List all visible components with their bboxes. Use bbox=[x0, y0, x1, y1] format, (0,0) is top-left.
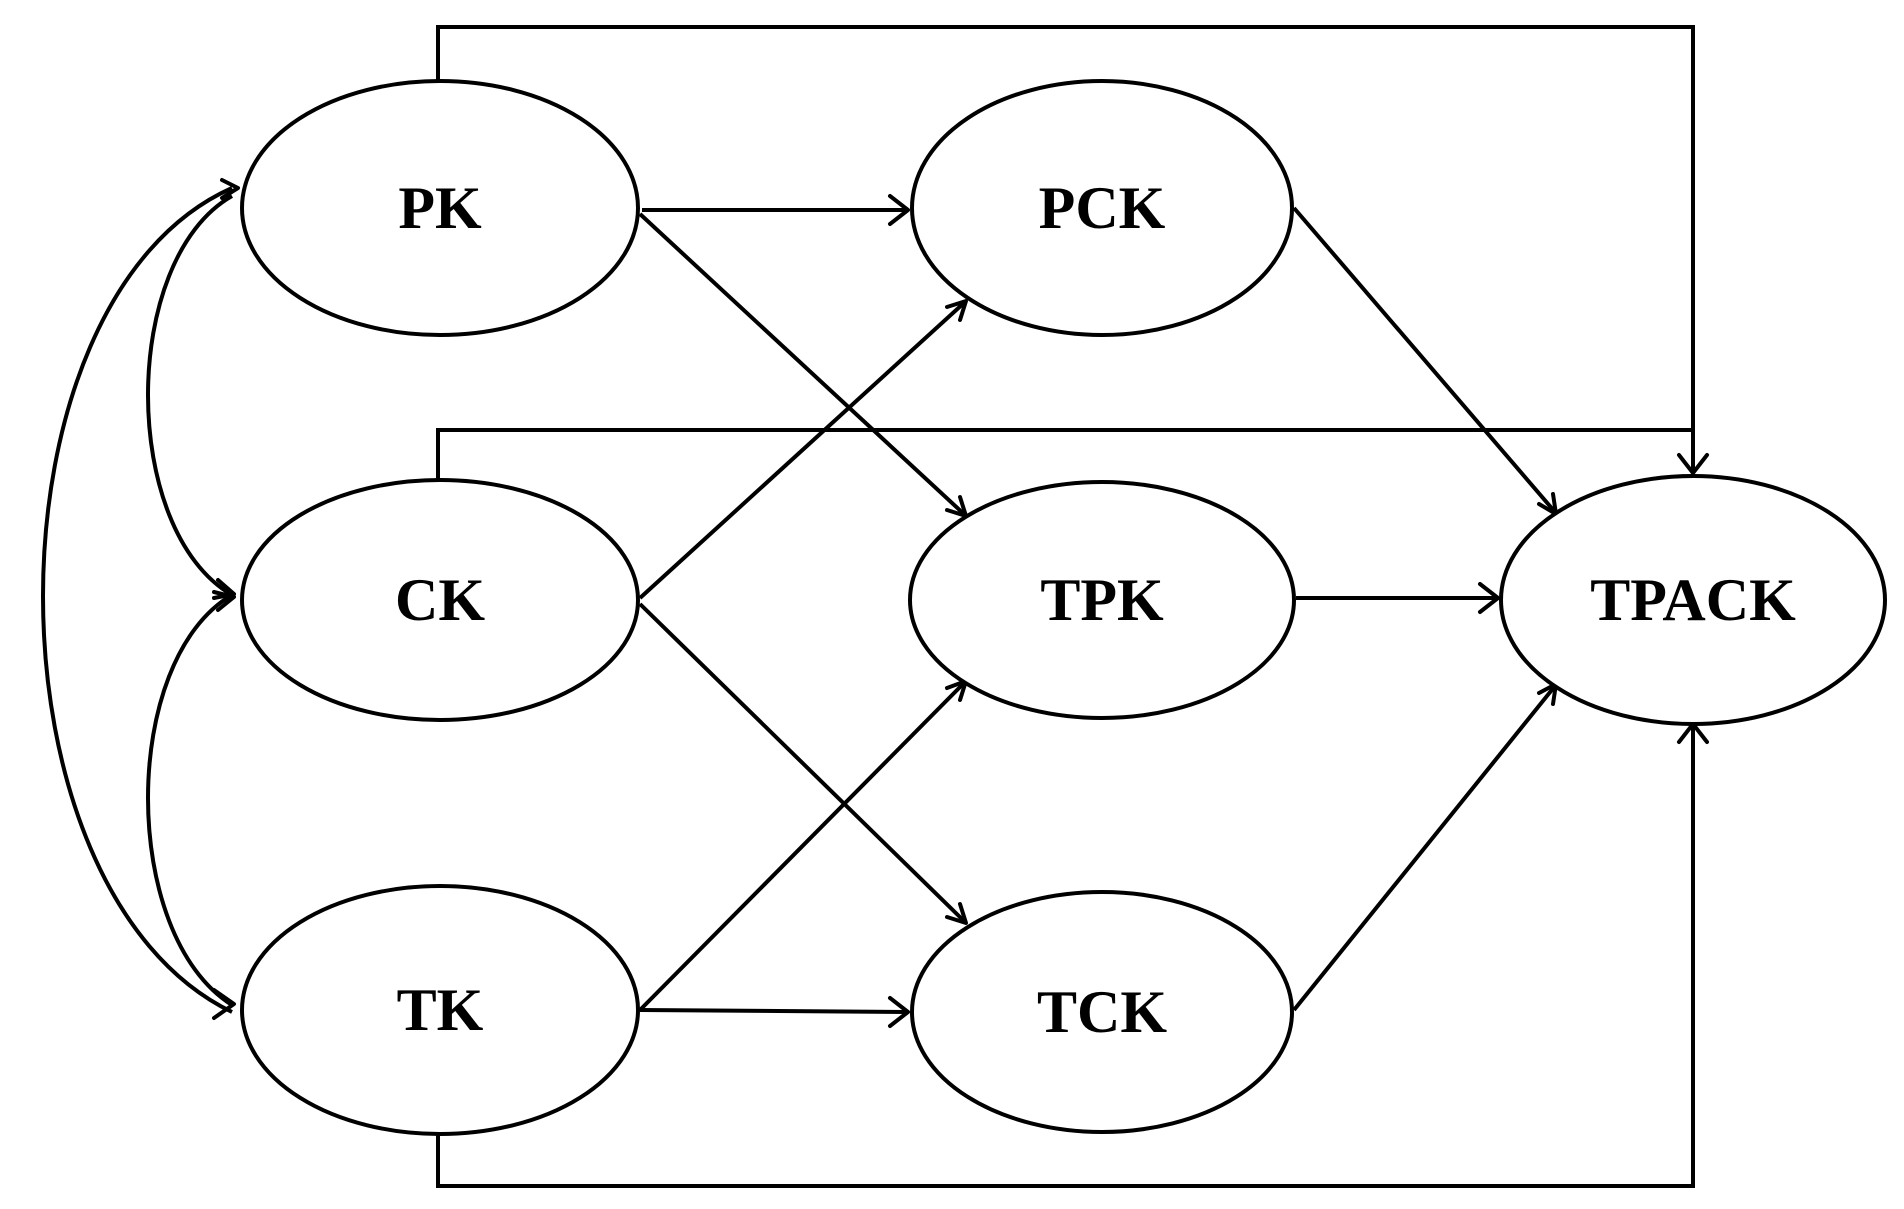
edge-ck-tk bbox=[146, 593, 234, 1007]
node-tk: TK bbox=[240, 884, 640, 1136]
edge-tk-tpack bbox=[436, 725, 1695, 1188]
node-tpk: TPK bbox=[908, 480, 1296, 720]
arrowhead-ck-from-tk bbox=[212, 590, 236, 612]
node-tk-label: TK bbox=[397, 977, 484, 1043]
edge-tk-tpk bbox=[638, 680, 967, 1012]
edge-tck-tpack bbox=[1292, 684, 1557, 1012]
node-tpack-label: TPACK bbox=[1590, 567, 1796, 633]
arrowhead-pck-from-ck bbox=[945, 299, 968, 322]
node-pk-label: PK bbox=[398, 175, 482, 241]
nodes: PK CK TK PCK TPK TCK TPACK bbox=[240, 79, 1887, 1136]
edge-tk-tck bbox=[639, 1008, 907, 1014]
arrowhead-pck-from-pk bbox=[888, 194, 910, 226]
edge-ck-tpack bbox=[436, 428, 1693, 480]
edges bbox=[41, 25, 1695, 1188]
node-tck-label: TCK bbox=[1037, 979, 1167, 1045]
edge-pk-tk bbox=[41, 186, 233, 1014]
node-pck-label: PCK bbox=[1039, 175, 1166, 241]
arrowhead-tpack-from-tpk bbox=[1478, 582, 1500, 614]
edge-pk-tpack bbox=[436, 25, 1695, 472]
arrowhead-pk-upper bbox=[220, 178, 240, 200]
node-tpack: TPACK bbox=[1499, 474, 1887, 726]
arrowhead-tck-from-ck bbox=[945, 902, 968, 925]
node-ck: CK bbox=[240, 478, 640, 722]
edge-pk-ck bbox=[146, 194, 234, 597]
edge-pck-tpack bbox=[1292, 206, 1557, 514]
node-pk: PK bbox=[240, 79, 640, 337]
node-tck: TCK bbox=[910, 890, 1294, 1134]
arrowhead-tck-from-tk bbox=[888, 996, 910, 1028]
edge-ck-tck bbox=[638, 602, 967, 924]
arrowhead-tpack-top bbox=[1677, 453, 1709, 475]
edge-ck-pck bbox=[638, 300, 967, 600]
node-ck-label: CK bbox=[395, 567, 485, 633]
node-tpk-label: TPK bbox=[1040, 567, 1164, 633]
arrowhead-ck-from-pk bbox=[212, 578, 236, 600]
node-pck: PCK bbox=[910, 79, 1294, 337]
edge-pk-tpk bbox=[638, 212, 967, 517]
arrowhead-tk-lower bbox=[212, 988, 236, 1020]
